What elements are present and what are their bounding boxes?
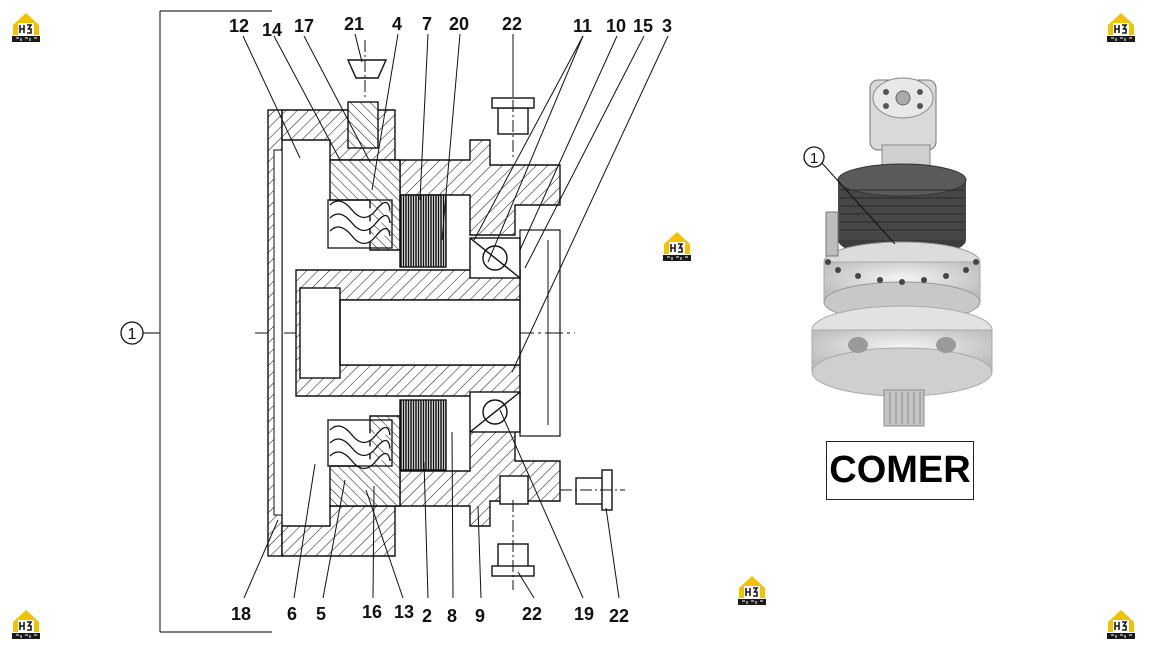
callout-label: 4 bbox=[392, 14, 402, 34]
product-photo: 1 bbox=[803, 77, 993, 427]
hb-logo-icon bbox=[1104, 606, 1138, 640]
brand-label-box: COMER bbox=[826, 441, 974, 500]
callouts-bottom: 18 6 5 16 13 2 8 9 22 19 22 bbox=[231, 602, 629, 626]
callout-label: 8 bbox=[447, 606, 457, 626]
hb-logo-icon bbox=[9, 606, 43, 640]
callout-label: 22 bbox=[609, 606, 629, 626]
callout-label: 11 bbox=[573, 16, 592, 36]
hb-logo-icon bbox=[1104, 9, 1138, 43]
callout-label: 16 bbox=[362, 602, 382, 622]
callout-label: 3 bbox=[662, 16, 672, 36]
callout-label: 2 bbox=[422, 606, 432, 626]
hb-logo-icon bbox=[9, 9, 43, 43]
leader-lines bbox=[242, 33, 669, 599]
callout-label: 19 bbox=[574, 604, 594, 624]
callout-label: 20 bbox=[449, 14, 469, 34]
callout-label: 14 bbox=[262, 20, 282, 40]
svg-text:1: 1 bbox=[128, 326, 137, 343]
brake-section-drawing bbox=[255, 40, 625, 590]
callout-label: 7 bbox=[422, 14, 432, 34]
callout-label: 12 bbox=[229, 16, 249, 36]
callout-label: 22 bbox=[522, 604, 542, 624]
callout-label: 13 bbox=[394, 602, 414, 622]
callout-label: 22 bbox=[502, 14, 522, 34]
callout-label: 6 bbox=[287, 604, 297, 624]
callout-label: 15 bbox=[633, 16, 653, 36]
callout-label: 10 bbox=[606, 16, 626, 36]
hb-logo-icon bbox=[660, 228, 694, 262]
callout-label: 5 bbox=[316, 604, 326, 624]
callouts-top: 12 14 17 21 4 7 20 22 11 10 15 3 bbox=[229, 14, 672, 40]
callout-label: 21 bbox=[344, 14, 364, 34]
assembly-callout: 1 bbox=[120, 321, 144, 345]
brand-label: COMER bbox=[829, 449, 971, 491]
callout-label: 17 bbox=[294, 16, 314, 36]
callout-label: 18 bbox=[231, 604, 251, 624]
assembly-bracket bbox=[143, 10, 272, 633]
svg-text:1: 1 bbox=[810, 150, 818, 167]
hb-logo-icon bbox=[735, 572, 769, 606]
callout-label: 9 bbox=[475, 606, 485, 626]
